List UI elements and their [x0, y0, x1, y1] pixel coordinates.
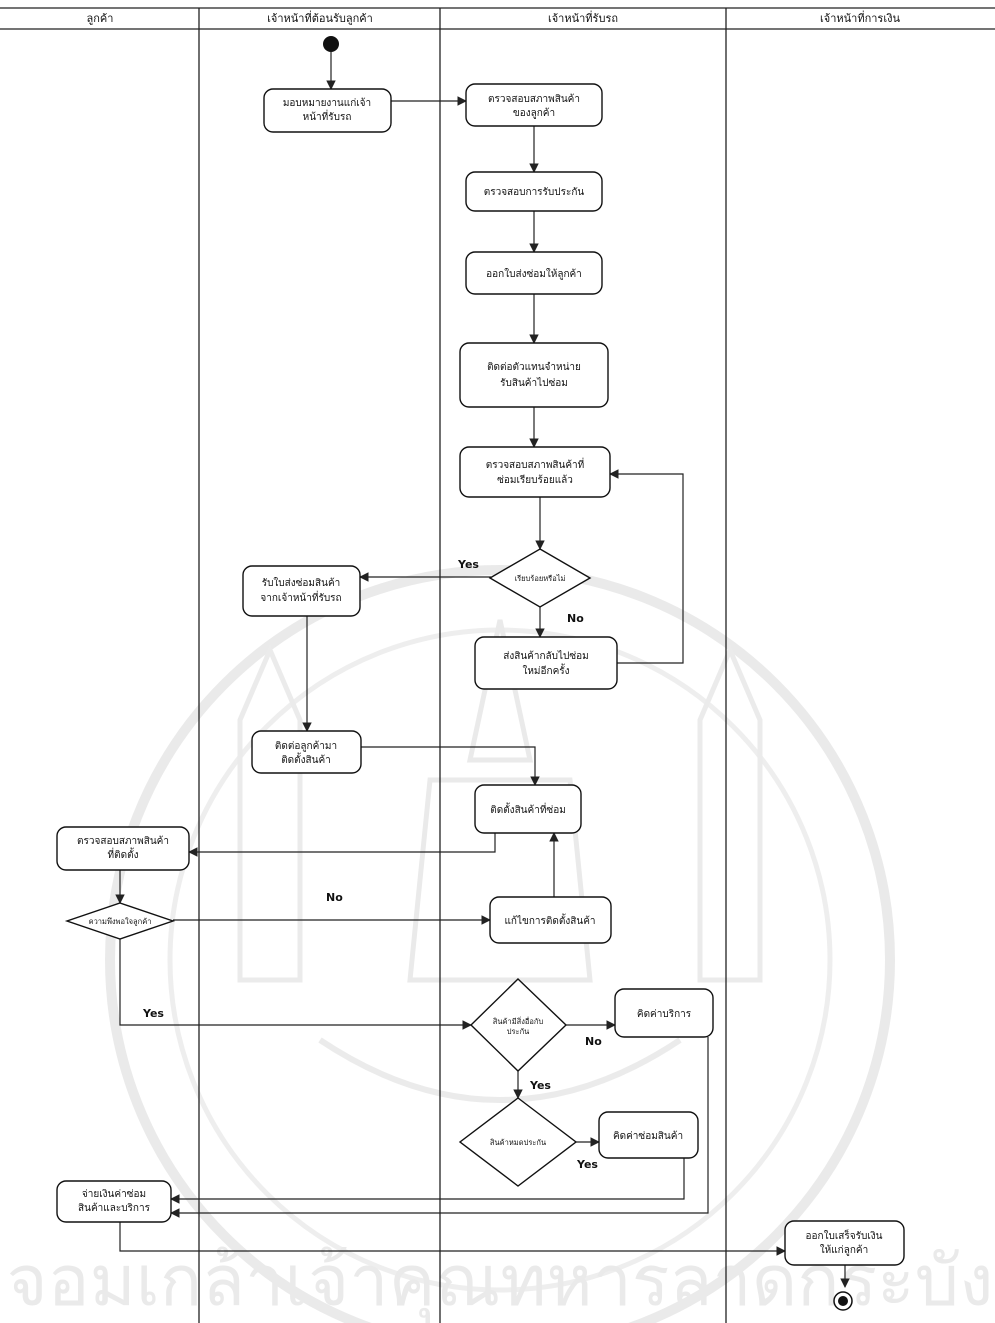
decision-repair-done: เรียบร้อยหรือไม่ — [488, 548, 592, 608]
activity-issue-receipt: ออกใบเสร็จรับเงิน ให้แก่ลูกค้า — [784, 1220, 905, 1266]
svg-text:ส่งสินค้ากลับไปซ่อม: ส่งสินค้ากลับไปซ่อม — [503, 650, 589, 662]
svg-text:ความพึงพอใจลูกค้า: ความพึงพอใจลูกค้า — [89, 917, 152, 926]
svg-text:ใหม่อีกครั้ง: ใหม่อีกครั้ง — [522, 663, 569, 677]
svg-text:คิดค่าซ่อมสินค้า: คิดค่าซ่อมสินค้า — [613, 1130, 683, 1142]
activity-contact-dealer: ติดต่อตัวแทนจำหน่าย รับสินค้าไปซ่อม — [459, 342, 609, 408]
lane-title-car-receiver: เจ้าหน้าที่รับรถ — [548, 10, 618, 25]
svg-text:สินค้าและบริการ: สินค้าและบริการ — [78, 1202, 151, 1214]
svg-text:ตรวจสอบสภาพสินค้า: ตรวจสอบสภาพสินค้า — [488, 93, 580, 105]
svg-text:ของลูกค้า: ของลูกค้า — [513, 107, 555, 119]
svg-text:ติดตั้งสินค้าที่ซ่อม: ติดตั้งสินค้าที่ซ่อม — [490, 802, 566, 816]
svg-text:ออกใบส่งซ่อมให้ลูกค้า: ออกใบส่งซ่อมให้ลูกค้า — [486, 268, 582, 280]
lane-title-customer: ลูกค้า — [87, 12, 114, 25]
activity-check-warranty: ตรวจสอบการรับประกัน — [465, 171, 603, 212]
svg-text:ออกใบเสร็จรับเงิน: ออกใบเสร็จรับเงิน — [806, 1228, 883, 1242]
start-node — [323, 36, 339, 52]
activity-install-product: ติดตั้งสินค้าที่ซ่อม — [474, 784, 582, 834]
decision-warranty-expired: สินค้าหมดประกัน — [458, 1097, 578, 1187]
end-node — [833, 1291, 853, 1311]
svg-text:จากเจ้าหน้าที่รับรถ: จากเจ้าหน้าที่รับรถ — [260, 590, 341, 604]
svg-text:มอบหมายงานแก่เจ้า: มอบหมายงานแก่เจ้า — [283, 97, 371, 109]
svg-text:รับสินค้าไปซ่อม: รับสินค้าไปซ่อม — [500, 377, 568, 389]
connectors — [115, 52, 850, 1288]
activity-inspect-product: ตรวจสอบสภาพสินค้า ของลูกค้า — [465, 83, 603, 127]
svg-text:ติดตั้งสินค้า: ติดตั้งสินค้า — [281, 752, 331, 766]
svg-text:จ่ายเงินค่าซ่อม: จ่ายเงินค่าซ่อม — [82, 1189, 146, 1200]
end-node-core — [838, 1296, 848, 1306]
svg-text:แก้ไขการติดตั้งสินค้า: แก้ไขการติดตั้งสินค้า — [504, 913, 595, 927]
activity-issue-repair-slip: ออกใบส่งซ่อมให้ลูกค้า — [465, 251, 603, 295]
edge-label-no-satisfied: No — [326, 891, 343, 904]
svg-text:ให้แก่ลูกค้า: ให้แก่ลูกค้า — [820, 1244, 868, 1256]
svg-text:คิดค่าบริการ: คิดค่าบริการ — [637, 1009, 692, 1020]
activity-charge-service: คิดค่าบริการ — [614, 988, 714, 1038]
activity-send-back-repair: ส่งสินค้ากลับไปซ่อม ใหม่อีกครั้ง — [474, 636, 618, 690]
edge-label-no-insurance: No — [585, 1035, 602, 1048]
edge-label-yes-done: Yes — [457, 558, 479, 571]
decision-customer-satisfied: ความพึงพอใจลูกค้า — [64, 902, 176, 940]
svg-text:รับใบส่งซ่อมสินค้า: รับใบส่งซ่อมสินค้า — [262, 577, 341, 589]
activity-fix-installation: แก้ไขการติดตั้งสินค้า — [489, 896, 612, 944]
activity-pay: จ่ายเงินค่าซ่อม สินค้าและบริการ — [56, 1180, 172, 1223]
swimlanes: ลูกค้า เจ้าหน้าที่ต้อนรับลูกค้า เจ้าหน้า… — [0, 7, 995, 1323]
lane-title-finance: เจ้าหน้าที่การเงิน — [820, 10, 900, 25]
decision-insurance: สินค้ามีสิ่งอื่อกับ ประกัน — [469, 978, 568, 1072]
lane-title-receptionist: เจ้าหน้าที่ต้อนรับลูกค้า — [267, 10, 373, 25]
svg-text:ติดต่อลูกค้ามา: ติดต่อลูกค้ามา — [275, 740, 337, 752]
activity-assign-task: มอบหมายงานแก่เจ้า หน้าที่รับรถ — [263, 88, 392, 133]
svg-text:ติดต่อตัวแทนจำหน่าย: ติดต่อตัวแทนจำหน่าย — [487, 362, 581, 373]
edge-label-yes-insurance: Yes — [529, 1079, 551, 1092]
svg-text:ตรวจสอบสภาพสินค้าที่: ตรวจสอบสภาพสินค้าที่ — [486, 457, 585, 471]
activity-customer-inspect: ตรวจสอบสภาพสินค้า ที่ติดตั้ง — [56, 826, 190, 871]
svg-text:ตรวจสอบการรับประกัน: ตรวจสอบการรับประกัน — [484, 187, 585, 198]
svg-text:เรียบร้อยหรือไม่: เรียบร้อยหรือไม่ — [515, 574, 566, 583]
activity-charge-repair: คิดค่าซ่อมสินค้า — [598, 1111, 699, 1159]
activity-receive-repair-slip: รับใบส่งซ่อมสินค้า จากเจ้าหน้าที่รับรถ — [242, 565, 361, 617]
svg-text:ประกัน: ประกัน — [507, 1027, 530, 1036]
activity-inspect-repaired: ตรวจสอบสภาพสินค้าที่ ซ่อมเรียบร้อยแล้ว — [459, 446, 611, 498]
svg-text:สินค้าหมดประกัน: สินค้าหมดประกัน — [489, 1138, 546, 1147]
svg-text:ตรวจสอบสภาพสินค้า: ตรวจสอบสภาพสินค้า — [77, 835, 169, 847]
svg-text:หน้าที่รับรถ: หน้าที่รับรถ — [303, 109, 352, 123]
svg-text:ซ่อมเรียบร้อยแล้ว: ซ่อมเรียบร้อยแล้ว — [497, 474, 573, 486]
edge-label-yes-satisfied: Yes — [142, 1007, 164, 1020]
activity-contact-customer: ติดต่อลูกค้ามา ติดตั้งสินค้า — [251, 730, 362, 774]
edge-label-no-done: No — [567, 612, 584, 625]
svg-text:สินค้ามีสิ่งอื่อกับ: สินค้ามีสิ่งอื่อกับ — [492, 1016, 543, 1026]
svg-text:ที่ติดตั้ง: ที่ติดตั้ง — [108, 847, 139, 861]
edge-label-yes-warranty: Yes — [576, 1158, 598, 1171]
